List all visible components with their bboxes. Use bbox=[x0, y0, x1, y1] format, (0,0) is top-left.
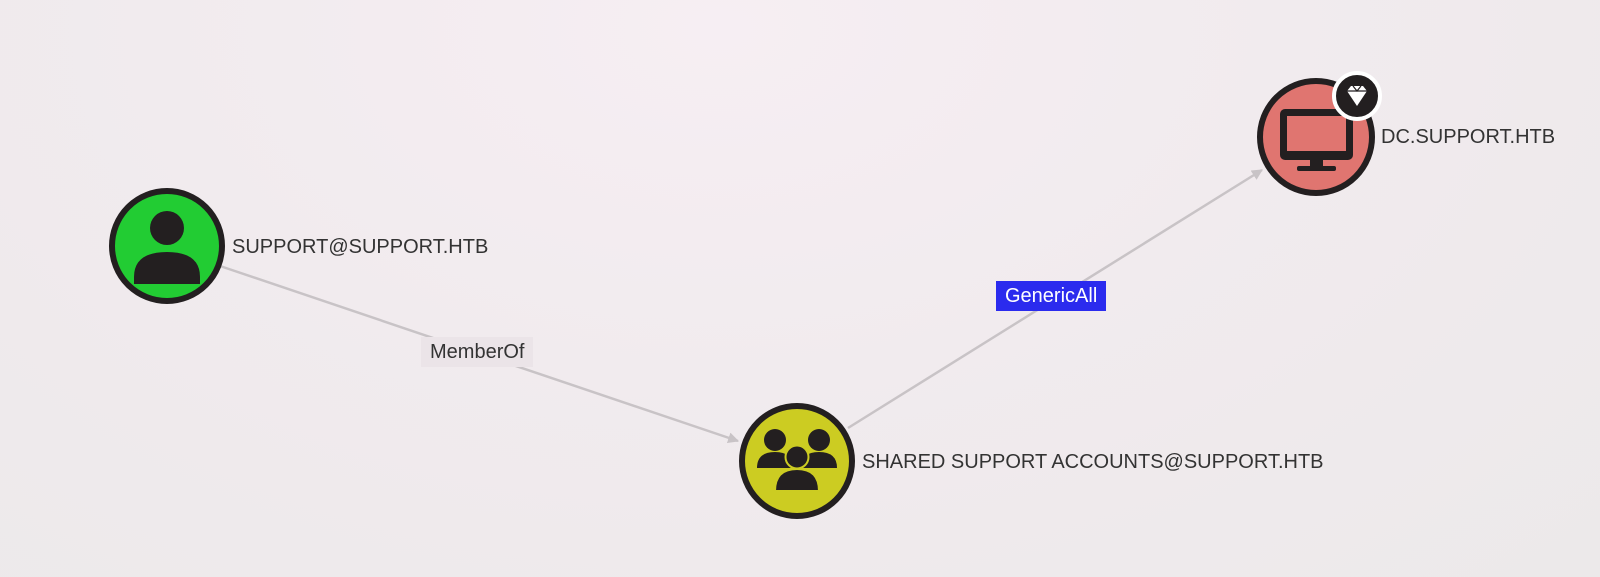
gem-icon bbox=[1347, 85, 1367, 106]
node-label-computer: DC.SUPPORT.HTB bbox=[1381, 126, 1556, 148]
node-computer[interactable] bbox=[1257, 71, 1382, 196]
monitor-icon bbox=[1280, 109, 1353, 171]
user-icon bbox=[134, 211, 200, 284]
edge-label-memberof[interactable]: MemberOf bbox=[421, 337, 534, 367]
node-label-user: SUPPORT@SUPPORT.HTB bbox=[232, 236, 489, 258]
node-user[interactable] bbox=[109, 188, 225, 304]
gem-badge bbox=[1332, 71, 1382, 121]
edge-label-genericall[interactable]: GenericAll bbox=[996, 281, 1107, 311]
users-group-icon bbox=[757, 429, 837, 492]
node-user-circle[interactable] bbox=[109, 188, 225, 304]
node-group[interactable] bbox=[739, 403, 855, 519]
node-label-group: SHARED SUPPORT ACCOUNTS@SUPPORT.HTB bbox=[862, 451, 1324, 473]
